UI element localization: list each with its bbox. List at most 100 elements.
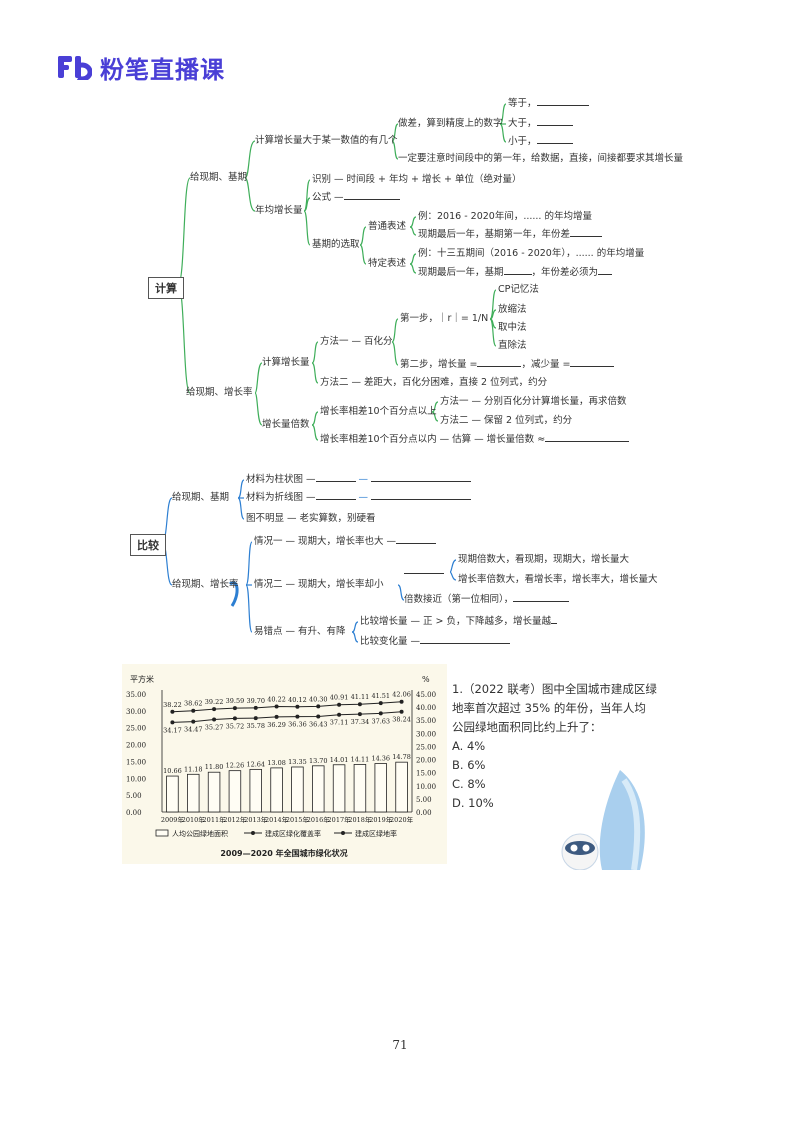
line-value-label: 34.17: [163, 726, 182, 734]
point-coverage-rate: [253, 705, 258, 710]
y-left-tick-label: 5.00: [126, 792, 142, 800]
compare-blank-case2: [404, 566, 444, 578]
bar-park-area: [270, 767, 283, 813]
point-coverage-rate: [170, 709, 175, 714]
line-value-label: 36.36: [288, 721, 307, 729]
point-coverage-rate: [232, 706, 237, 711]
bar-value-label: 12.64: [246, 760, 265, 768]
x-tick-label: 2014年: [265, 815, 289, 824]
line-value-label: 37.11: [330, 719, 349, 727]
mascot-illustration: [561, 770, 645, 870]
question-line-2: 地率首次超过 35% 的年份，当年人均: [452, 701, 646, 715]
line-value-label: 40.12: [288, 696, 307, 704]
calc-node-avg-inc: 年均增长量: [255, 205, 303, 216]
y-left-axis-title: 平方米: [130, 674, 154, 684]
line-value-label: 41.11: [351, 693, 370, 701]
y-right-tick-label: 5.00: [416, 796, 432, 804]
point-green-rate: [295, 714, 300, 719]
compare-node-bar: 材料为柱状图 — —: [246, 474, 472, 486]
bar-value-label: 14.36: [371, 755, 390, 763]
y-right-axis-title: %: [422, 675, 430, 684]
point-green-rate: [232, 716, 237, 721]
calc-node-normal-1: 例：2016 - 2020年间，...... 的年均增量: [418, 211, 592, 222]
bar-park-area: [207, 771, 221, 813]
bar-value-label: 11.80: [205, 763, 224, 771]
calc-node-normal-2: 现期最后一年，基期第一年，年份差: [418, 229, 603, 241]
calc-branch-base: 给现期、基期: [190, 172, 248, 183]
calc-node-remove: 直除法: [498, 340, 527, 351]
calc-node-special-1: 例：十三五期间（2016 - 2020年），...... 的年均增量: [418, 248, 645, 259]
x-tick-label: 2020年: [390, 815, 414, 824]
legend-swatch-point: [251, 831, 255, 835]
compare-node-case2-3: 倍数接近（第一位相同），: [404, 594, 570, 606]
legend-label: 建成区绿化覆盖率: [265, 829, 321, 838]
bar-park-area: [291, 766, 304, 813]
point-green-rate: [212, 717, 217, 722]
line-value-label: 39.22: [205, 698, 224, 706]
logo-text: 粉笔直播课: [100, 55, 225, 84]
bar-value-label: 10.66: [163, 767, 182, 775]
option-d[interactable]: D. 10%: [452, 796, 494, 810]
point-green-rate: [316, 714, 321, 719]
bar-park-area: [332, 764, 346, 813]
calc-node-method1: 方法一 — 百化分: [320, 336, 393, 347]
point-green-rate: [337, 712, 342, 717]
calc-node-zoom: 放缩法: [498, 304, 527, 315]
question-line-3: 公园绿地面积同比约上升了：: [452, 720, 602, 734]
compare-node-unclear: 图不明显 — 老实算数，别硬看: [246, 513, 376, 524]
point-coverage-rate: [295, 704, 300, 709]
calc-node-normal: 普通表述: [368, 221, 407, 232]
compare-branch-base: 给现期、基期: [172, 492, 230, 503]
point-coverage-rate: [378, 701, 383, 706]
point-coverage-rate: [316, 704, 321, 709]
point-coverage-rate: [191, 708, 196, 713]
point-coverage-rate: [212, 707, 217, 712]
line-value-label: 36.29: [267, 721, 286, 729]
x-tick-label: 2019年: [369, 815, 393, 824]
calc-node-eq: 等于，: [508, 98, 589, 110]
point-green-rate: [253, 716, 258, 721]
line-value-label: 35.27: [205, 724, 224, 732]
question-block: 1.（2022 联考）图中全国城市建成区绿 地率首次超过 35% 的年份，当年人…: [452, 680, 657, 813]
calc-node-identify: 识别 — 时间段 + 年均 + 增长 + 单位（绝对量）: [312, 174, 522, 185]
option-b[interactable]: B. 6%: [452, 758, 486, 772]
option-a[interactable]: A. 4%: [452, 739, 486, 753]
x-tick-label: 2015年: [286, 815, 310, 824]
y-right-tick-label: 15.00: [416, 770, 436, 778]
calc-node-cp: CP记忆法: [498, 284, 539, 295]
line-value-label: 38.62: [184, 700, 203, 708]
line-value-label: 38.24: [392, 716, 411, 724]
line-value-label: 40.91: [330, 694, 349, 702]
line-value-label: 39.59: [226, 697, 245, 705]
bar-value-label: 12.26: [226, 762, 245, 770]
y-left-tick-label: 10.00: [126, 775, 146, 783]
point-green-rate: [191, 719, 196, 724]
x-tick-label: 2013年: [244, 815, 268, 824]
y-left-tick-label: 20.00: [126, 742, 146, 750]
bar-park-area: [166, 775, 179, 813]
x-tick-label: 2012年: [223, 815, 247, 824]
point-coverage-rate: [357, 702, 362, 707]
y-left-tick-label: 0.00: [126, 809, 142, 817]
question-line-1: 1.（2022 联考）图中全国城市建成区绿: [452, 682, 657, 696]
calc-root-node: 计算: [148, 277, 184, 299]
point-coverage-rate: [399, 699, 404, 704]
calc-node-base-choice: 基期的选取: [312, 239, 360, 250]
line-value-label: 40.22: [267, 696, 286, 704]
y-right-tick-label: 10.00: [416, 783, 436, 791]
bar-value-label: 13.08: [267, 759, 286, 767]
point-green-rate: [357, 712, 362, 717]
calc-node-diff10b: 增长率相差10个百分点以内 — 估算 — 增长量倍数 ≈: [320, 434, 630, 446]
option-c[interactable]: C. 8%: [452, 777, 486, 791]
compare-node-trap: 易错点 — 有升、有降: [254, 626, 346, 637]
calc-node-step1: 第一步，｜r｜= 1/N: [400, 313, 489, 324]
line-value-label: 37.34: [351, 718, 370, 726]
logo-mark-icon: [58, 54, 93, 82]
bar-value-label: 13.70: [309, 757, 328, 765]
y-right-tick-label: 0.00: [416, 809, 432, 817]
line-value-label: 35.78: [246, 722, 265, 730]
y-left-tick-label: 35.00: [126, 691, 146, 699]
y-right-tick-label: 25.00: [416, 743, 436, 751]
line-value-label: 37.63: [371, 717, 390, 725]
